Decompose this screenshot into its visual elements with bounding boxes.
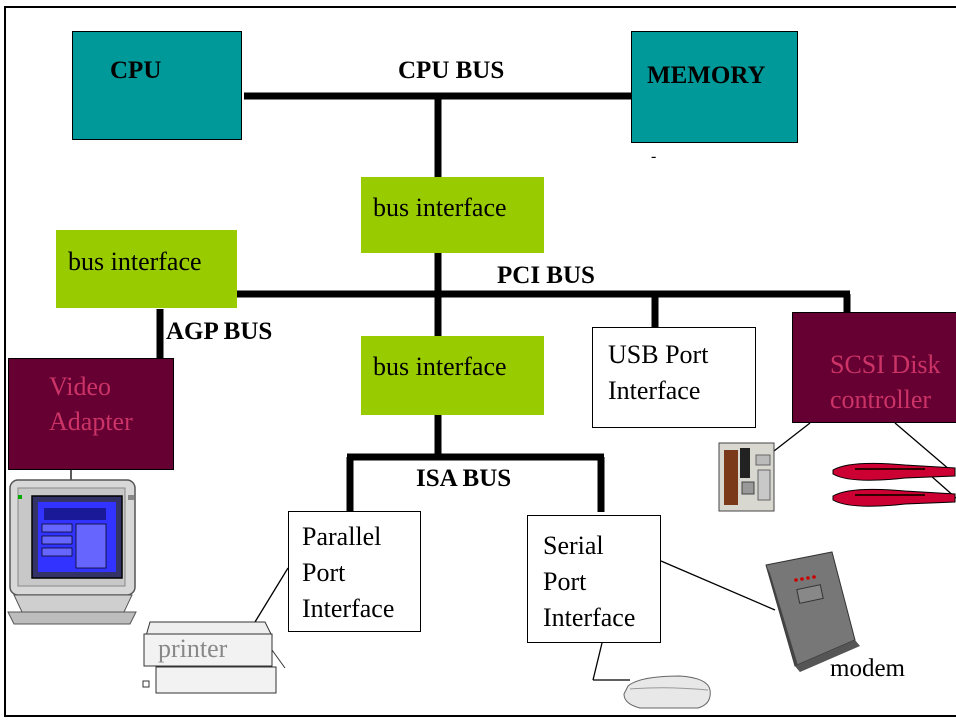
scsi-label-line2: controller <box>830 385 932 414</box>
serial-port-interface <box>527 515 661 643</box>
parallel-label-line2: Port <box>302 558 346 587</box>
parallel-label-line1: Parallel <box>302 522 382 551</box>
scsi-label-line1: SCSI Disk <box>830 350 941 379</box>
printer-label: printer <box>158 634 228 663</box>
memory-note: - <box>651 148 657 165</box>
memory-block <box>631 31 798 143</box>
scsi-disk-controller <box>792 312 956 423</box>
serial-label-line2: Port <box>543 567 587 596</box>
serial-to-modem-line <box>660 560 776 611</box>
usb-label-line2: Interface <box>608 376 701 405</box>
scsi-label-clip: SCSI Disk controller <box>792 312 956 423</box>
usb-label-line1: USB Port <box>608 340 709 369</box>
serial-label-line3: Interface <box>543 603 636 632</box>
bus-interface-left <box>56 230 237 308</box>
pci-bus-label: PCI BUS <box>497 262 595 289</box>
bus-interface-left-label: bus interface <box>68 247 202 276</box>
bus-interface-mid <box>361 336 544 415</box>
parallel-to-printer-line <box>254 567 289 623</box>
serial-to-mouse-line <box>592 642 603 681</box>
usb-port-interface <box>592 327 756 428</box>
mouse-icon <box>623 675 711 709</box>
parallel-port-interface <box>288 511 421 632</box>
memory-label: MEMORY <box>647 62 766 89</box>
cpu-block <box>72 31 242 140</box>
scsi-to-floppy-line <box>773 422 811 452</box>
bus-interface-top-label: bus interface <box>373 193 507 222</box>
slide-frame <box>4 6 956 717</box>
modem-icon <box>765 551 860 672</box>
serial-label-line1: Serial <box>543 531 604 560</box>
agp-bus-label: AGP BUS <box>166 318 273 345</box>
video-label-line1: Video <box>49 372 111 401</box>
disk-cylinder-1-icon <box>832 462 956 481</box>
bus-interface-mid-label: bus interface <box>373 352 507 381</box>
modem-label: modem <box>830 655 905 682</box>
cpu-label: CPU <box>110 57 162 84</box>
floppy-drive-icon <box>718 442 775 512</box>
monitor-icon <box>7 479 137 625</box>
parallel-label-line3: Interface <box>302 594 395 623</box>
video-label-line2: Adapter <box>49 407 133 436</box>
disk-cylinder-2-icon <box>832 488 956 507</box>
cpu-bus-label: CPU BUS <box>398 57 505 84</box>
isa-bus-label: ISA BUS <box>416 465 512 492</box>
bus-interface-top <box>361 177 544 253</box>
video-adapter <box>8 358 174 470</box>
scsi-to-disk-line <box>894 422 951 471</box>
printer-icon <box>142 621 286 694</box>
